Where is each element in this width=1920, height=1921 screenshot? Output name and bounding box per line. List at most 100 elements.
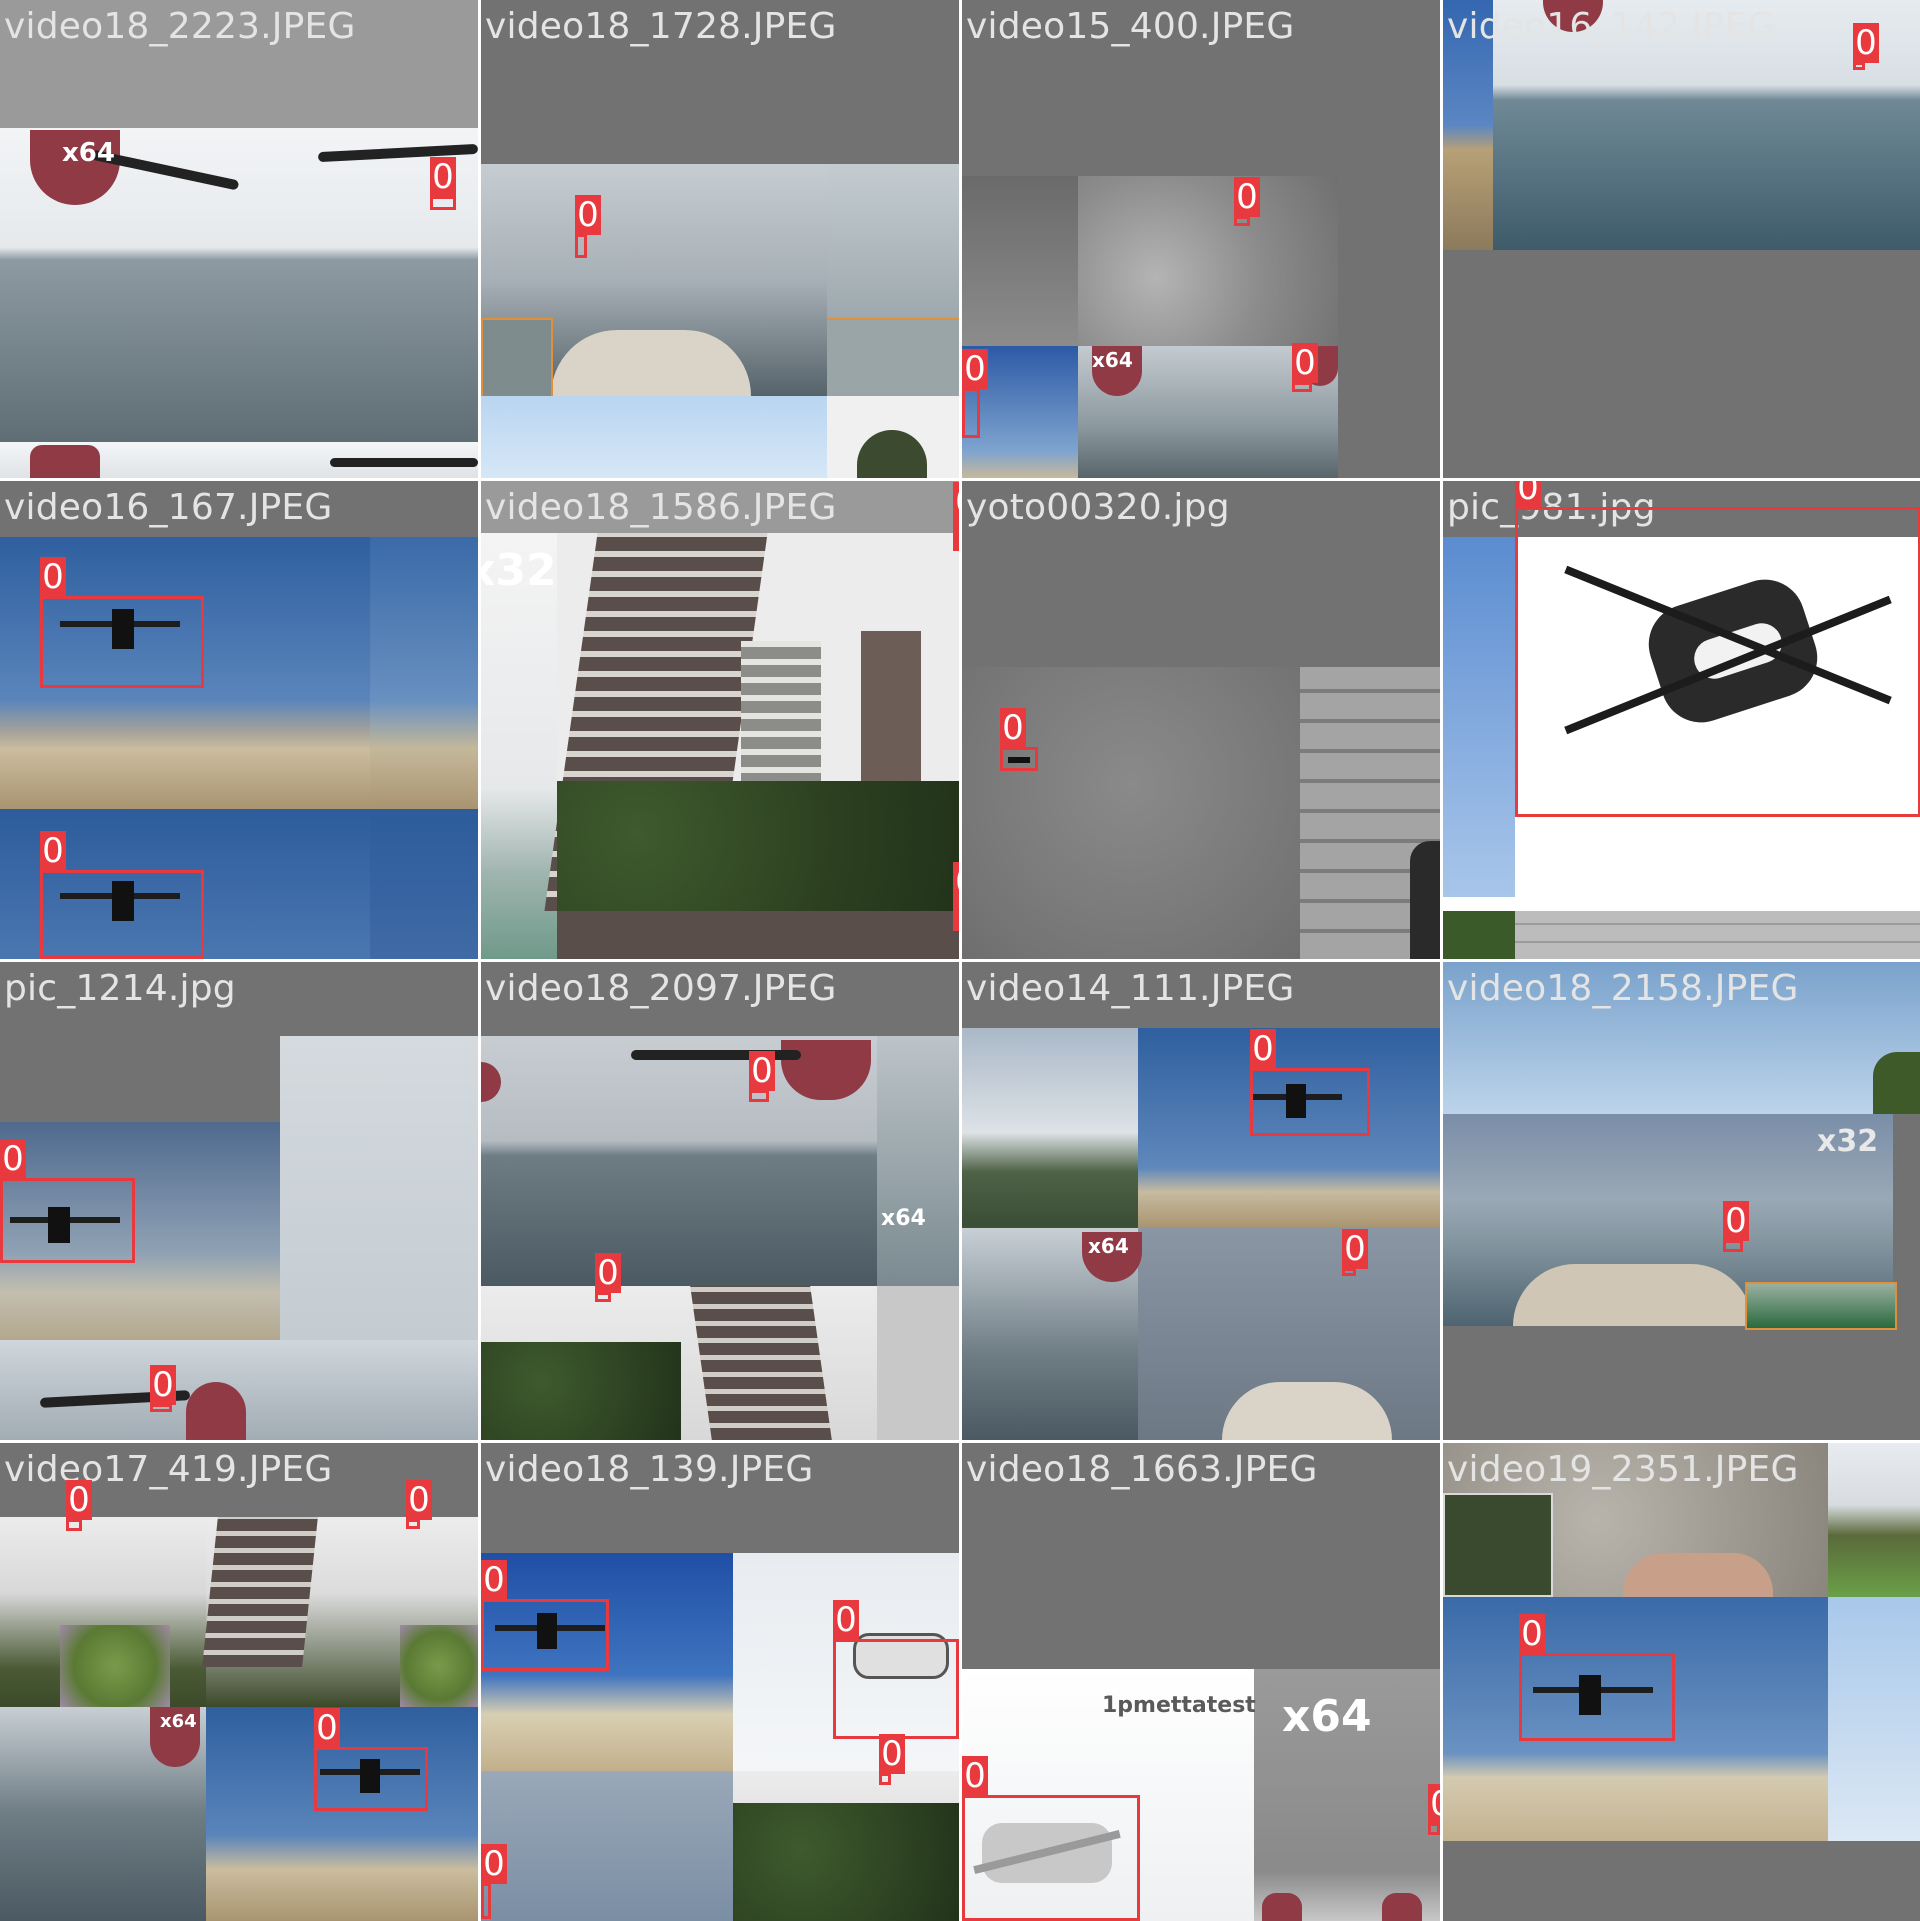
bounding-box: 0	[1428, 1784, 1440, 1835]
drone-body	[1008, 757, 1030, 763]
bounding-box: 0	[953, 482, 959, 551]
bounding-box: 0	[962, 349, 988, 438]
tile-title: video18_2223.JPEG	[4, 6, 356, 47]
person	[1410, 841, 1440, 959]
bbox-label: 0	[1234, 177, 1260, 217]
bounding-box: 0	[879, 1734, 905, 1785]
image-patch	[370, 809, 478, 959]
overlay-text: x32	[481, 545, 557, 596]
mosaic-tile: video19_2351.JPEG 0	[1443, 1443, 1920, 1921]
propeller-motor	[481, 1062, 501, 1102]
image-patch	[1828, 1443, 1920, 1597]
bbox-label: 0	[1000, 708, 1026, 748]
bbox-label: 0	[1250, 1029, 1276, 1069]
propeller-motor	[1092, 346, 1142, 396]
bounding-box: 0	[1853, 23, 1879, 70]
tile-title: video18_1728.JPEG	[485, 6, 837, 47]
bounding-box: 0	[953, 862, 959, 931]
bounding-box: 0	[962, 1756, 1140, 1921]
image-patch	[1443, 911, 1515, 959]
propeller-blade	[330, 458, 478, 467]
tree	[1873, 1052, 1920, 1114]
bbox-label: 0	[481, 1560, 507, 1600]
mosaic-tile: x64 video18_2097.JPEG 0 0	[481, 962, 959, 1440]
bbox-label: 0	[314, 1708, 340, 1748]
image-patch	[1443, 962, 1920, 1114]
overlay-text: 1pmettatest	[1102, 1693, 1256, 1718]
bounding-box: 0	[314, 1708, 428, 1811]
mosaic-tile: x32 video18_1586.JPEG 0 0	[481, 481, 959, 959]
building	[690, 1286, 832, 1440]
tile-title: video18_2097.JPEG	[485, 968, 837, 1009]
tile-title: video17_419.JPEG	[4, 1449, 333, 1490]
bounding-box: 0	[150, 1365, 176, 1412]
bbox-label: 0	[406, 1480, 432, 1520]
image-patch	[962, 176, 1078, 346]
image-patch	[370, 537, 478, 809]
overlay-text: x32	[1817, 1124, 1879, 1159]
bbox-label: 0	[1519, 1614, 1545, 1654]
bbox-label: 0	[1853, 23, 1879, 63]
mosaic-tile: x64 1pmettatest video18_1663.JPEG 0 0	[962, 1443, 1440, 1921]
image-patch	[1443, 0, 1493, 250]
bbox-label: 0	[953, 482, 959, 522]
mosaic-tile: x64 video15_400.JPEG 0 0 0	[962, 0, 1440, 478]
bounding-box: 0	[1723, 1201, 1749, 1252]
bbox-label: 0	[879, 1734, 905, 1774]
image-patch	[400, 1625, 478, 1707]
propeller-motor	[1382, 1893, 1422, 1921]
bounding-box: 0	[1250, 1029, 1370, 1136]
tile-title: video19_2351.JPEG	[1447, 1449, 1799, 1490]
bounding-box: 0	[481, 1560, 609, 1671]
image-patch	[1493, 0, 1920, 250]
mosaic-tile: pic_1214.jpg 0 0	[0, 962, 478, 1440]
propeller-motor	[1082, 1232, 1142, 1282]
mosaic-tile: video16_167.JPEG 0 0	[0, 481, 478, 959]
mosaic-tile: video18_1728.JPEG 0	[481, 0, 959, 478]
tile-title: video18_2158.JPEG	[1447, 968, 1799, 1009]
hand	[1623, 1553, 1773, 1597]
bbox-label: 0	[1342, 1229, 1368, 1269]
bbox-label: 0	[962, 349, 988, 389]
drone-body	[537, 1613, 557, 1649]
bbox-label: 0	[953, 862, 959, 902]
bounding-box: 0	[40, 557, 204, 688]
image-patch	[481, 318, 553, 400]
bbox-label: 0	[595, 1253, 621, 1293]
tile-title: yoto00320.jpg	[966, 487, 1230, 528]
mosaic-tile: video16_142.JPEG 0	[1443, 0, 1920, 478]
bbox-label: 0	[66, 1480, 92, 1520]
propeller-motor	[150, 1707, 200, 1767]
bbox-label: 0	[749, 1051, 775, 1091]
overlay-text: x64	[160, 1711, 197, 1732]
tile-title: video18_1586.JPEG	[485, 487, 837, 528]
tile-title: video15_400.JPEG	[966, 6, 1295, 47]
bounding-box: 0	[406, 1480, 432, 1529]
bbox-label: 0	[481, 1844, 507, 1884]
overlay-text: x64	[1088, 1234, 1129, 1258]
trees	[557, 781, 959, 911]
image-patch	[1443, 537, 1515, 897]
image-patch	[481, 533, 557, 959]
overlay-text: x64	[62, 138, 115, 168]
overlay-text: x64	[1092, 348, 1133, 372]
image-patch	[1515, 911, 1920, 959]
drone-body	[360, 1759, 380, 1793]
image-patch	[206, 1707, 478, 1921]
image-patch	[280, 1036, 478, 1340]
tree	[857, 430, 927, 478]
bbox-label: 0	[833, 1600, 859, 1640]
propeller-motor	[30, 445, 100, 478]
image-patch	[827, 318, 959, 398]
bounding-box: 0	[833, 1600, 959, 1739]
bounding-box: 0	[1234, 177, 1260, 226]
bbox-label: 0	[150, 1365, 176, 1405]
bbox-label: 0	[1292, 343, 1318, 383]
image-patch	[481, 1771, 733, 1921]
mosaic-tile: pic_981.jpg 0	[1443, 481, 1920, 959]
bounding-box: 0	[749, 1051, 775, 1102]
bbox-label: 0	[430, 157, 456, 197]
image-patch	[1828, 1597, 1920, 1841]
propeller-motor	[186, 1382, 246, 1440]
